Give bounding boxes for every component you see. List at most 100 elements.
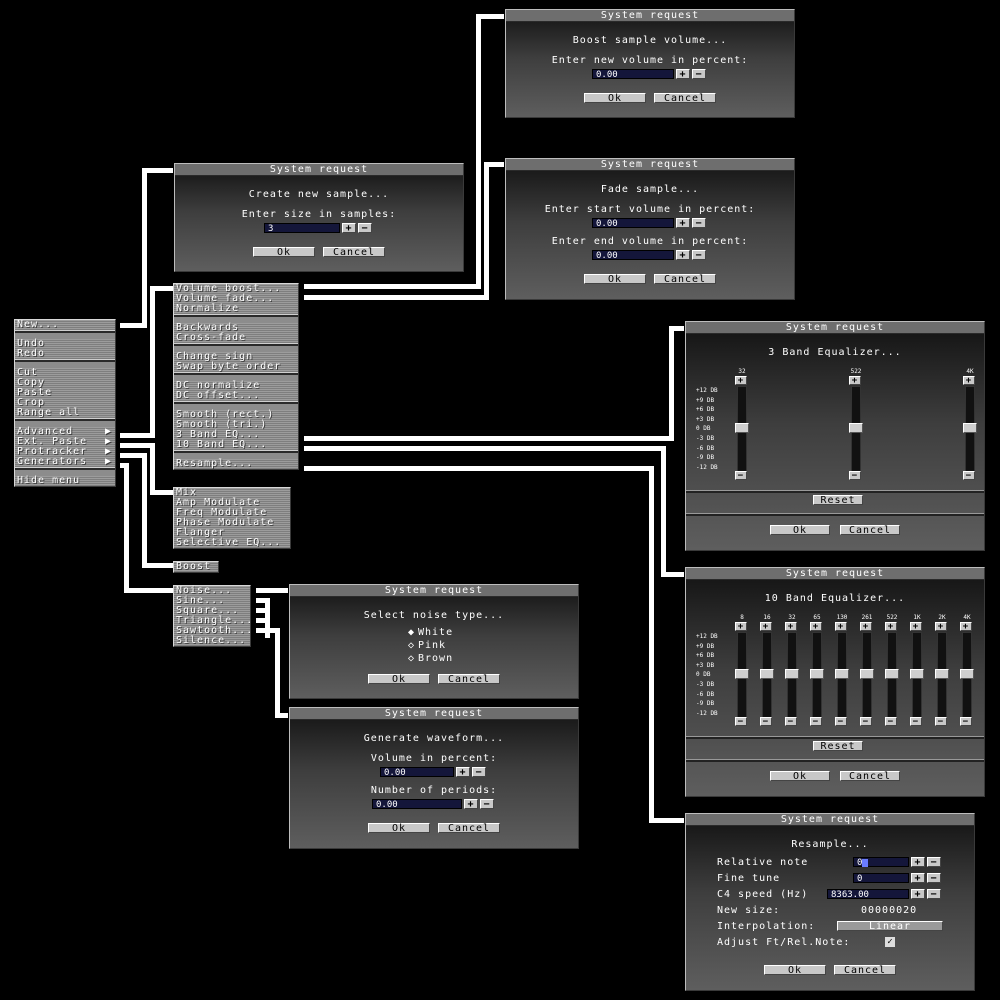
cancel-button[interactable]: Cancel bbox=[438, 823, 500, 834]
band-decrease-button[interactable]: − bbox=[760, 717, 772, 727]
menu-item-selective-eq[interactable]: Selective EQ... bbox=[174, 538, 290, 548]
ok-button[interactable]: Ok bbox=[584, 274, 646, 285]
decrement-button[interactable]: − bbox=[927, 857, 941, 868]
band-slider-knob[interactable] bbox=[849, 423, 863, 433]
increment-button[interactable]: + bbox=[676, 250, 690, 261]
interpolation-selector[interactable]: Linear bbox=[837, 921, 943, 932]
menu-item-10-band-eq[interactable]: 10 Band EQ... bbox=[174, 440, 298, 450]
band-increase-button[interactable]: + bbox=[785, 622, 797, 632]
band-decrease-button[interactable]: − bbox=[963, 471, 975, 481]
band-slider-knob[interactable] bbox=[735, 423, 749, 433]
band-increase-button[interactable]: + bbox=[835, 622, 847, 632]
band-increase-button[interactable]: + bbox=[735, 622, 747, 632]
menu-item-copy[interactable]: Copy bbox=[15, 378, 115, 388]
menu-item-resample[interactable]: Resample... bbox=[174, 459, 298, 469]
band-decrease-button[interactable]: − bbox=[785, 717, 797, 727]
radio-brown[interactable]: ◇Brown bbox=[408, 653, 453, 664]
band-decrease-button[interactable]: − bbox=[735, 471, 747, 481]
decrement-button[interactable]: − bbox=[358, 223, 372, 234]
menu-item-freq-modulate[interactable]: Freq Modulate bbox=[174, 508, 290, 518]
menu-item-normalize[interactable]: Normalize bbox=[174, 304, 298, 314]
decrement-button[interactable]: − bbox=[480, 799, 494, 810]
band-increase-button[interactable]: + bbox=[960, 622, 972, 632]
band-decrease-button[interactable]: − bbox=[885, 717, 897, 727]
menu-item-swap-byte-order[interactable]: Swap byte order bbox=[174, 362, 298, 372]
cancel-button[interactable]: Cancel bbox=[834, 965, 896, 976]
menu-item-generators[interactable]: Generators▶ bbox=[15, 457, 115, 467]
reset-button[interactable]: Reset bbox=[813, 495, 863, 506]
menu-item-range-all[interactable]: Range all bbox=[15, 408, 115, 418]
menu-item-silence[interactable]: Silence... bbox=[174, 636, 250, 646]
menu-item-ext-paste[interactable]: Ext. Paste▶ bbox=[15, 437, 115, 447]
decrement-button[interactable]: − bbox=[692, 218, 706, 229]
menu-item-square[interactable]: Square... bbox=[174, 606, 250, 616]
menu-item-change-sign[interactable]: Change sign bbox=[174, 352, 298, 362]
menu-item-3-band-eq[interactable]: 3 Band EQ... bbox=[174, 430, 298, 440]
band-increase-button[interactable]: + bbox=[735, 376, 747, 386]
band-slider-knob[interactable] bbox=[935, 669, 949, 679]
radio-pink[interactable]: ◇Pink bbox=[408, 640, 446, 651]
menu-item-amp-modulate[interactable]: Amp Modulate bbox=[174, 498, 290, 508]
band-decrease-button[interactable]: − bbox=[810, 717, 822, 727]
increment-button[interactable]: + bbox=[911, 857, 925, 868]
band-decrease-button[interactable]: − bbox=[910, 717, 922, 727]
menu-item-advanced[interactable]: Advanced▶ bbox=[15, 427, 115, 437]
increment-button[interactable]: + bbox=[911, 889, 925, 900]
menu-item-noise[interactable]: Noise... bbox=[174, 586, 250, 596]
menu-item-cross-fade[interactable]: Cross-fade bbox=[174, 333, 298, 343]
band-increase-button[interactable]: + bbox=[910, 622, 922, 632]
menu-item-dc-offset[interactable]: DC offset... bbox=[174, 391, 298, 401]
band-increase-button[interactable]: + bbox=[963, 376, 975, 386]
band-decrease-button[interactable]: − bbox=[735, 717, 747, 727]
menu-item-volume-boost[interactable]: Volume boost... bbox=[174, 284, 298, 294]
menu-item-smooth-tri[interactable]: Smooth (tri.) bbox=[174, 420, 298, 430]
decrement-button[interactable]: − bbox=[692, 69, 706, 80]
ok-button[interactable]: Ok bbox=[770, 771, 830, 782]
band-slider-knob[interactable] bbox=[810, 669, 824, 679]
c4-speed-field[interactable]: 8363.00 bbox=[827, 889, 909, 900]
band-slider-knob[interactable] bbox=[735, 669, 749, 679]
band-increase-button[interactable]: + bbox=[860, 622, 872, 632]
menu-item-cut[interactable]: Cut bbox=[15, 368, 115, 378]
menu-item-backwards[interactable]: Backwards bbox=[174, 323, 298, 333]
band-increase-button[interactable]: + bbox=[849, 376, 861, 386]
band-slider-knob[interactable] bbox=[860, 669, 874, 679]
volume-percent-field[interactable]: 0.00 bbox=[380, 767, 454, 778]
band-slider-knob[interactable] bbox=[960, 669, 974, 679]
menu-item-sawtooth[interactable]: Sawtooth... bbox=[174, 625, 254, 636]
menu-item-new[interactable]: New... bbox=[15, 320, 115, 330]
menu-item-flanger[interactable]: Flanger bbox=[174, 528, 290, 538]
menu-item-sine[interactable]: Sine... bbox=[174, 596, 250, 606]
menu-item-triangle[interactable]: Triangle... bbox=[174, 615, 254, 626]
band-slider-knob[interactable] bbox=[910, 669, 924, 679]
relative-note-field[interactable]: 0 bbox=[853, 857, 909, 868]
start-volume-field[interactable]: 0.00 bbox=[592, 218, 674, 229]
ok-button[interactable]: Ok bbox=[764, 965, 826, 976]
menu-item-crop[interactable]: Crop bbox=[15, 398, 115, 408]
increment-button[interactable]: + bbox=[676, 69, 690, 80]
reset-button[interactable]: Reset bbox=[813, 741, 863, 752]
cancel-button[interactable]: Cancel bbox=[840, 525, 900, 536]
decrement-button[interactable]: − bbox=[472, 767, 486, 778]
increment-button[interactable]: + bbox=[464, 799, 478, 810]
volume-percent-field[interactable]: 0.00 bbox=[592, 69, 674, 80]
band-increase-button[interactable]: + bbox=[810, 622, 822, 632]
cancel-button[interactable]: Cancel bbox=[840, 771, 900, 782]
increment-button[interactable]: + bbox=[342, 223, 356, 234]
menu-item-paste[interactable]: Paste bbox=[15, 388, 115, 398]
increment-button[interactable]: + bbox=[911, 873, 925, 884]
menu-item-phase-modulate[interactable]: Phase Modulate bbox=[174, 518, 290, 528]
cancel-button[interactable]: Cancel bbox=[654, 274, 716, 285]
cancel-button[interactable]: Cancel bbox=[438, 674, 500, 685]
fine-tune-field[interactable]: 0 bbox=[853, 873, 909, 884]
adjust-checkbox[interactable]: ✓ bbox=[885, 937, 895, 947]
band-slider-knob[interactable] bbox=[885, 669, 899, 679]
menu-item-undo[interactable]: Undo bbox=[15, 339, 115, 349]
menu-item-smooth-rect[interactable]: Smooth (rect.) bbox=[174, 410, 298, 420]
ok-button[interactable]: Ok bbox=[368, 823, 430, 834]
menu-item-hide-menu[interactable]: Hide menu bbox=[15, 476, 115, 486]
decrement-button[interactable]: − bbox=[927, 889, 941, 900]
band-slider-knob[interactable] bbox=[963, 423, 977, 433]
menu-item-boost[interactable]: Boost bbox=[174, 562, 218, 572]
menu-item-volume-fade[interactable]: Volume fade... bbox=[174, 294, 298, 304]
